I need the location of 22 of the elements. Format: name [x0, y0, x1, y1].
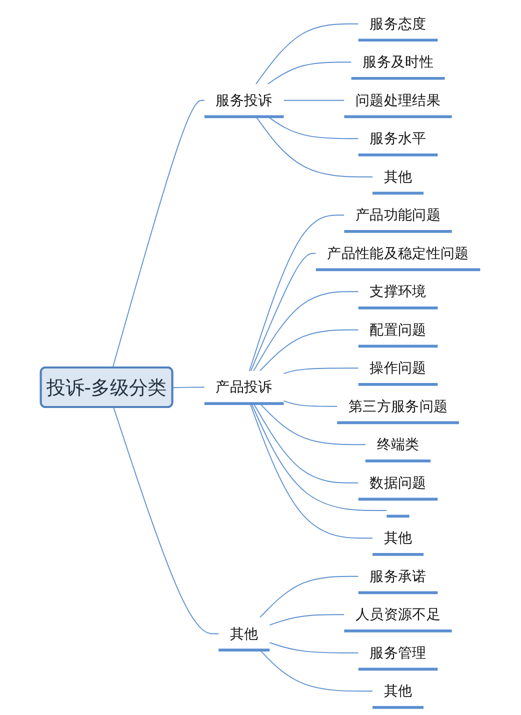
connector — [259, 329, 359, 372]
connector — [172, 386, 205, 388]
connector — [248, 214, 345, 372]
connector — [112, 100, 205, 368]
connector — [250, 403, 388, 511]
connector — [283, 400, 338, 407]
connector — [283, 100, 345, 101]
connector — [255, 116, 373, 178]
connector — [259, 576, 359, 618]
connector — [267, 62, 352, 85]
connector — [253, 403, 359, 484]
connector — [267, 116, 359, 140]
connector — [259, 403, 366, 446]
connector — [283, 368, 359, 374]
connector — [113, 407, 220, 634]
connector — [259, 650, 373, 692]
connector — [255, 23, 359, 85]
connector — [269, 614, 345, 626]
connector — [250, 403, 373, 539]
connector — [269, 642, 359, 654]
connector — [253, 291, 359, 372]
connector — [250, 252, 316, 372]
